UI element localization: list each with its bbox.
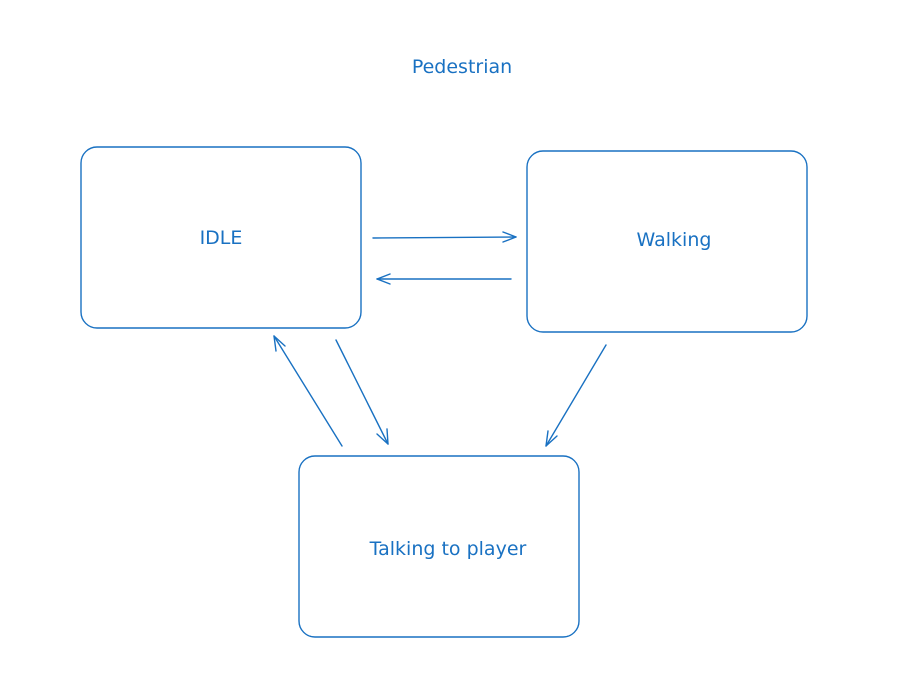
edge-walking-to-talking [545,344,607,447]
diagram-title: Pedestrian [411,56,513,78]
node-talking[interactable] [298,455,580,638]
node-label-talking: Talking to player [369,538,527,560]
node-walking[interactable] [526,150,808,333]
node-label-walking: Walking [636,229,712,251]
edge-idle-to-walking [372,231,517,243]
edge-talking-to-idle [273,335,343,447]
node-label-idle: IDLE [199,227,243,249]
node-idle[interactable] [80,146,362,329]
edge-idle-to-talking [335,339,389,445]
edge-walking-to-idle [376,273,512,285]
